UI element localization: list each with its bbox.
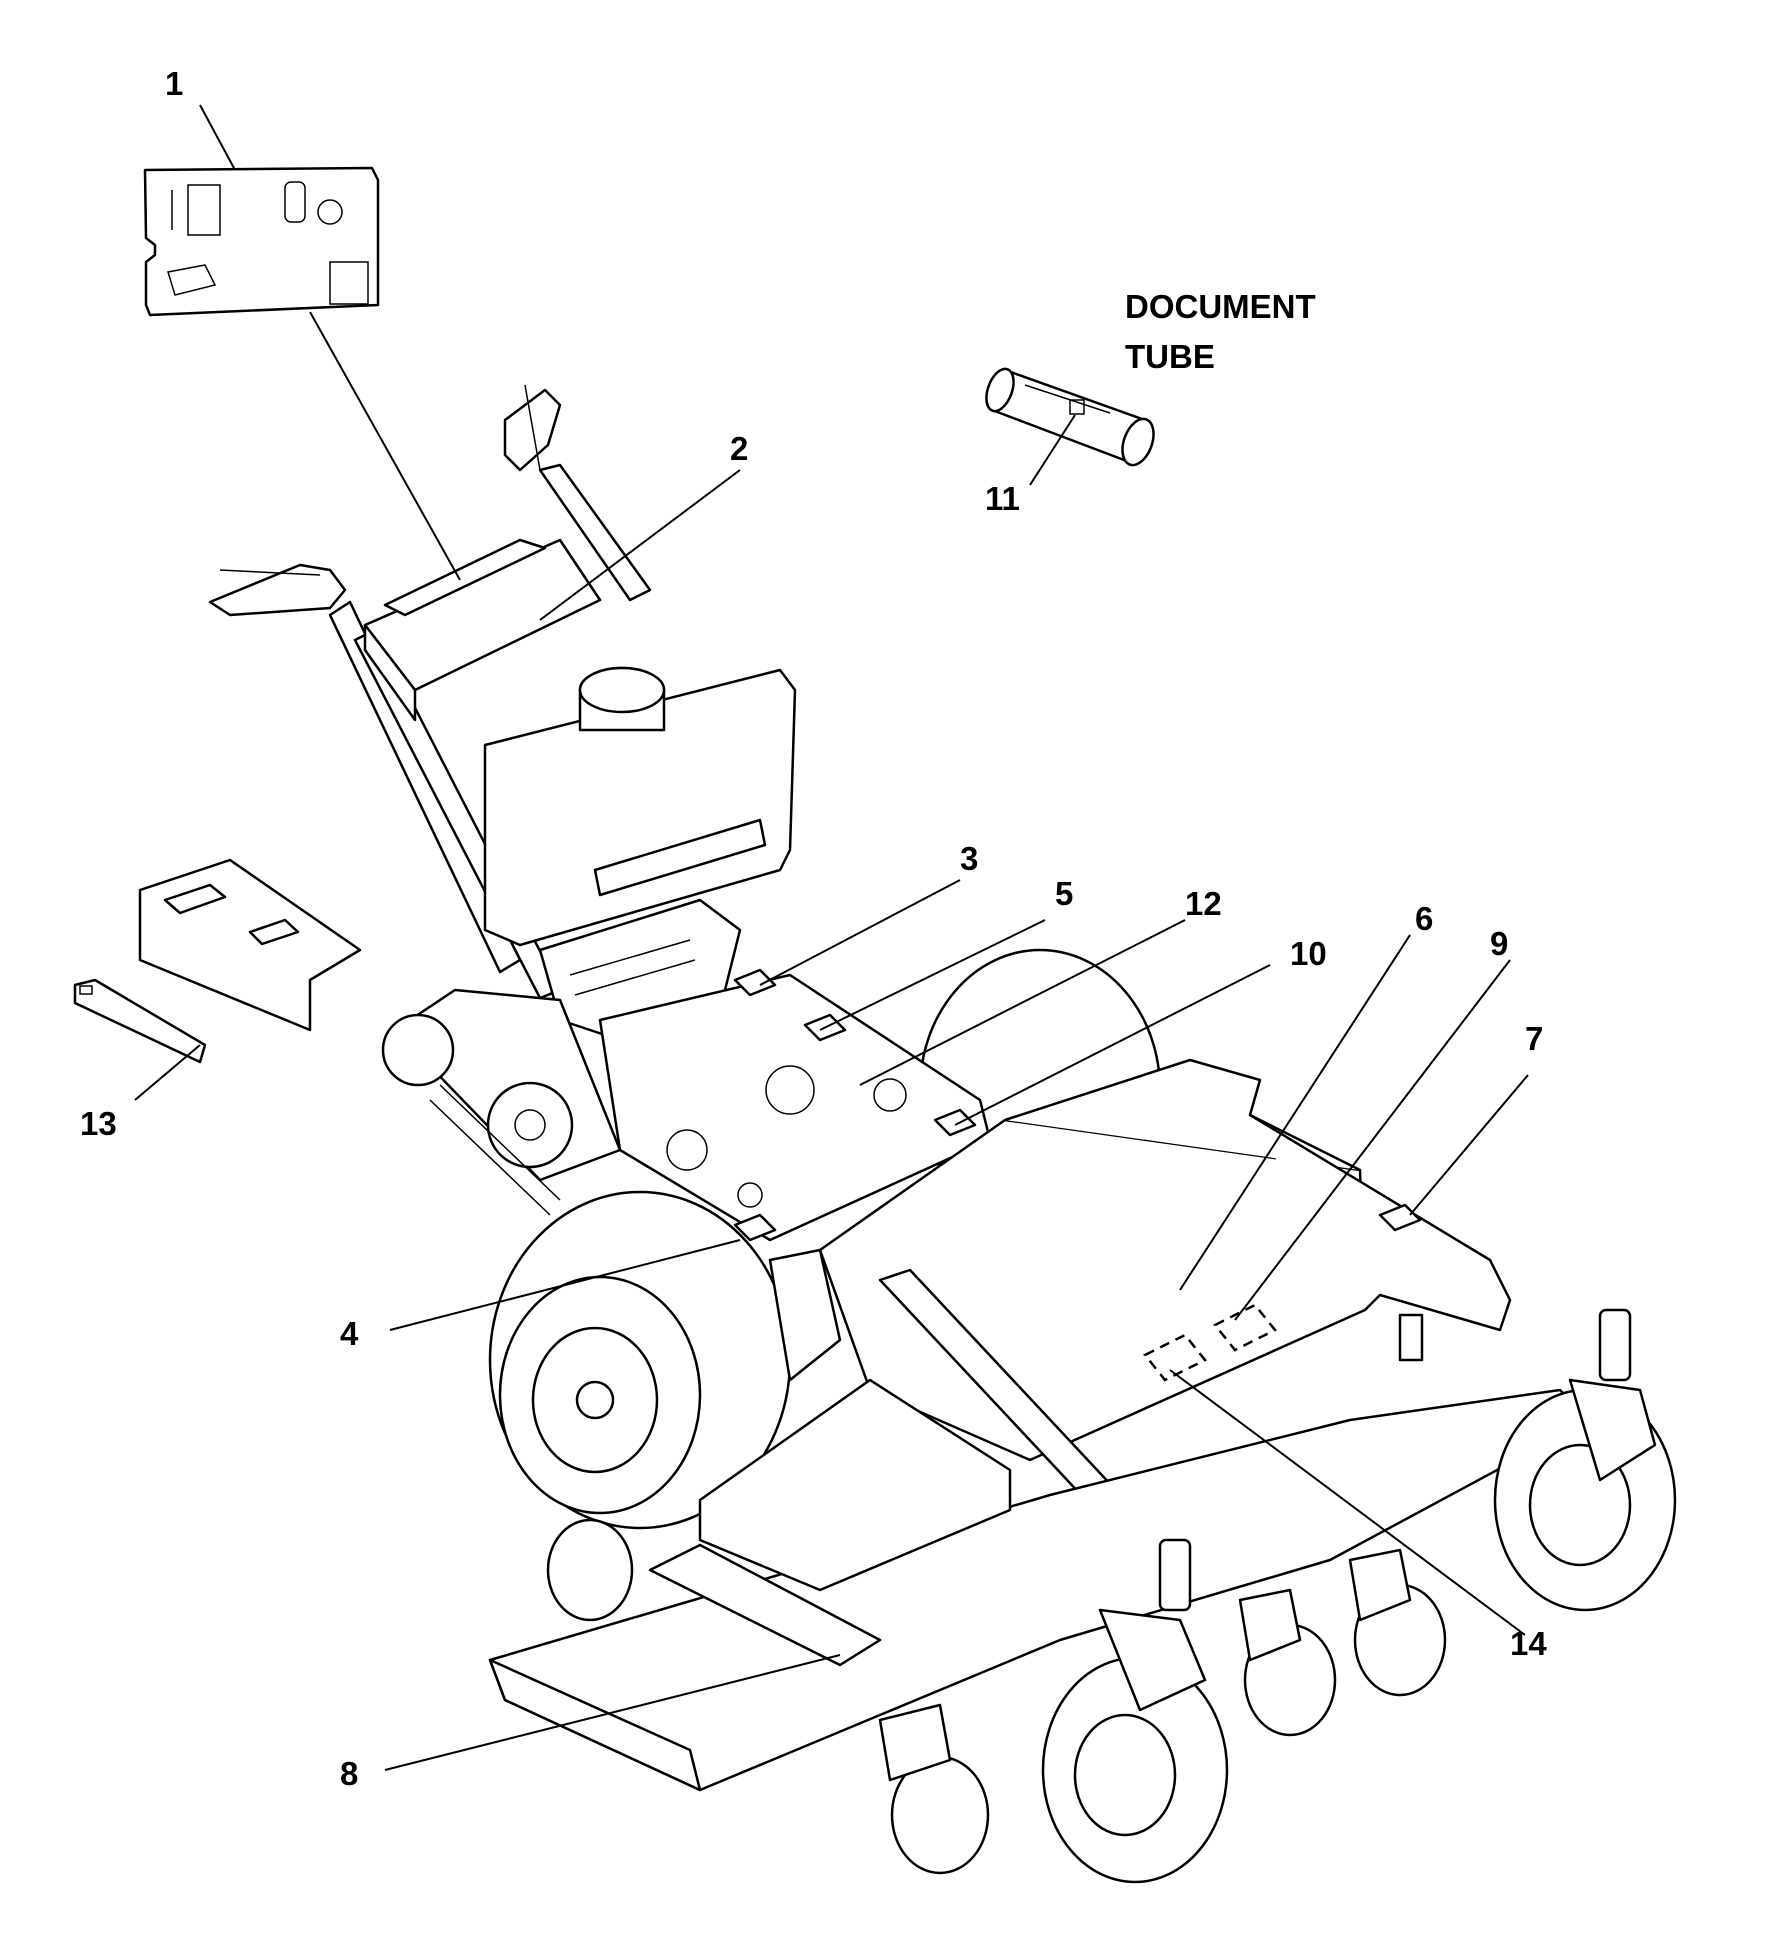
callout-11: 11	[985, 480, 1020, 517]
document-tube-label-line2: TUBE	[1125, 338, 1215, 375]
document-tube-label-line1: DOCUMENT	[1125, 288, 1316, 325]
callout-8: 8	[340, 1755, 358, 1792]
side-plate-decal	[73, 858, 362, 1064]
callout-labels: 1 2 3 4 5 6 7 8 9 10 11 12 13 14 DOCUMEN…	[80, 65, 1547, 1792]
callout-10: 10	[1290, 935, 1327, 972]
callout-4: 4	[340, 1315, 359, 1352]
callout-1: 1	[165, 65, 183, 102]
mower-body	[208, 384, 1677, 1884]
callout-5: 5	[1055, 875, 1073, 912]
control-panel-decal	[143, 166, 380, 317]
callout-9: 9	[1490, 925, 1508, 962]
callout-3: 3	[960, 840, 978, 877]
leader-lines	[134, 104, 1529, 1771]
callout-12: 12	[1185, 885, 1222, 922]
callout-14: 14	[1510, 1625, 1547, 1662]
callout-7: 7	[1525, 1020, 1543, 1057]
document-tube	[985, 367, 1155, 467]
callout-13: 13	[80, 1105, 117, 1142]
callout-2: 2	[730, 430, 748, 467]
callout-6: 6	[1415, 900, 1433, 937]
